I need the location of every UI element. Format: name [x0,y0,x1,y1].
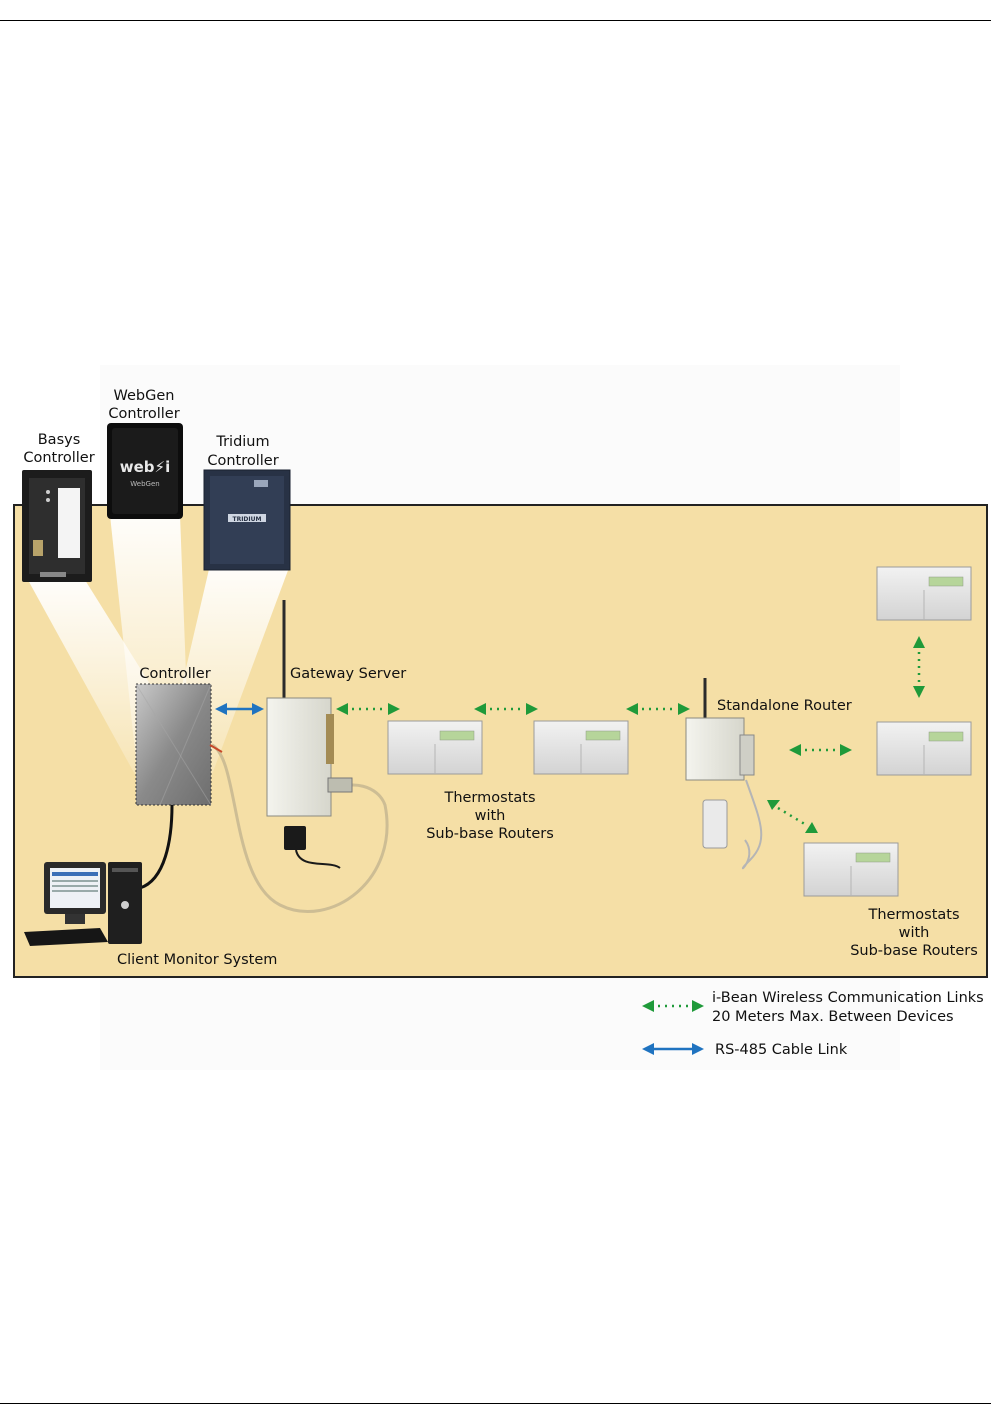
basys-label-line2: Controller [23,450,94,466]
tridium-brand: TRIDIUM [232,516,261,523]
legend-wireless-line1: i-Bean Wireless Communication Links [712,990,984,1006]
thermostats-label-1-line2: with [475,808,506,824]
gateway-label: Gateway Server [290,666,406,682]
thermostats-label-1-line3: Sub-base Routers [426,826,554,842]
legend-wireless-line2: 20 Meters Max. Between Devices [712,1009,954,1025]
tridium-label-line1: Tridium [215,434,269,450]
thermostats-label-2-line3: Sub-base Routers [850,943,978,959]
tridium-label-line2: Controller [207,453,278,469]
central-controller-device [136,684,211,805]
webgen-brand: WebGen [130,480,159,488]
standalone-router-label: Standalone Router [717,698,852,714]
controller-label: Controller [139,666,210,682]
legend-cable-label: RS-485 Cable Link [715,1042,848,1058]
tridium-controller-device: TRIDIUM [204,470,290,570]
thermostats-label-1-line1: Thermostats [443,790,535,806]
basys-label-line1: Basys [38,432,81,448]
thermostat [534,721,628,774]
webgen-controller-device: web⚡i WebGen [107,423,183,519]
client-monitor-label: Client Monitor System [117,952,277,968]
webgen-label-line2: Controller [108,406,179,422]
thermostat [877,567,971,620]
thermostat [804,843,898,896]
thermostat [388,721,482,774]
thermostats-label-2-line1: Thermostats [867,907,959,923]
thermostats-label-2-line2: with [899,925,930,941]
thermostat [877,722,971,775]
basys-controller-device [22,470,92,582]
webgen-logo: web⚡i [120,458,170,476]
webgen-label-line1: WebGen [114,388,175,404]
